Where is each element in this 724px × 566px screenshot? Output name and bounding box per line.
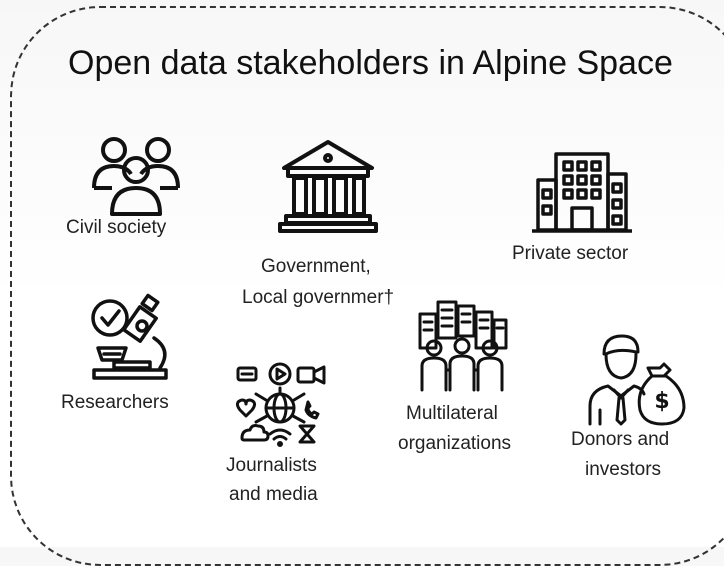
multilateral-label-line2: organizations bbox=[398, 433, 512, 454]
private-sector-label: Private sector bbox=[512, 243, 629, 264]
people-group-icon bbox=[86, 128, 186, 218]
diagram-title: Open data stakeholders in Alpine Space bbox=[68, 44, 673, 82]
donors-label-line1: Donors and bbox=[571, 429, 670, 450]
donors-label-line2: investors bbox=[585, 459, 662, 480]
government-label-line2: Local governmer† bbox=[242, 287, 395, 308]
government-building-icon bbox=[278, 138, 378, 233]
media-network-icon bbox=[234, 360, 330, 450]
businessman-money-bag-icon: $ bbox=[586, 330, 686, 426]
journalists-label-line2: and media bbox=[229, 484, 318, 505]
office-building-icon bbox=[532, 150, 632, 234]
city-people-icon bbox=[414, 300, 510, 392]
researchers-label: Researchers bbox=[61, 392, 169, 413]
government-label-line1: Government, bbox=[261, 256, 371, 277]
civil-society-label: Civil society bbox=[66, 217, 167, 238]
microscope-icon bbox=[84, 293, 180, 382]
multilateral-label-line1: Multilateral bbox=[406, 403, 498, 424]
svg-text:$: $ bbox=[654, 389, 669, 414]
journalists-label-line1: Journalists bbox=[226, 455, 317, 476]
